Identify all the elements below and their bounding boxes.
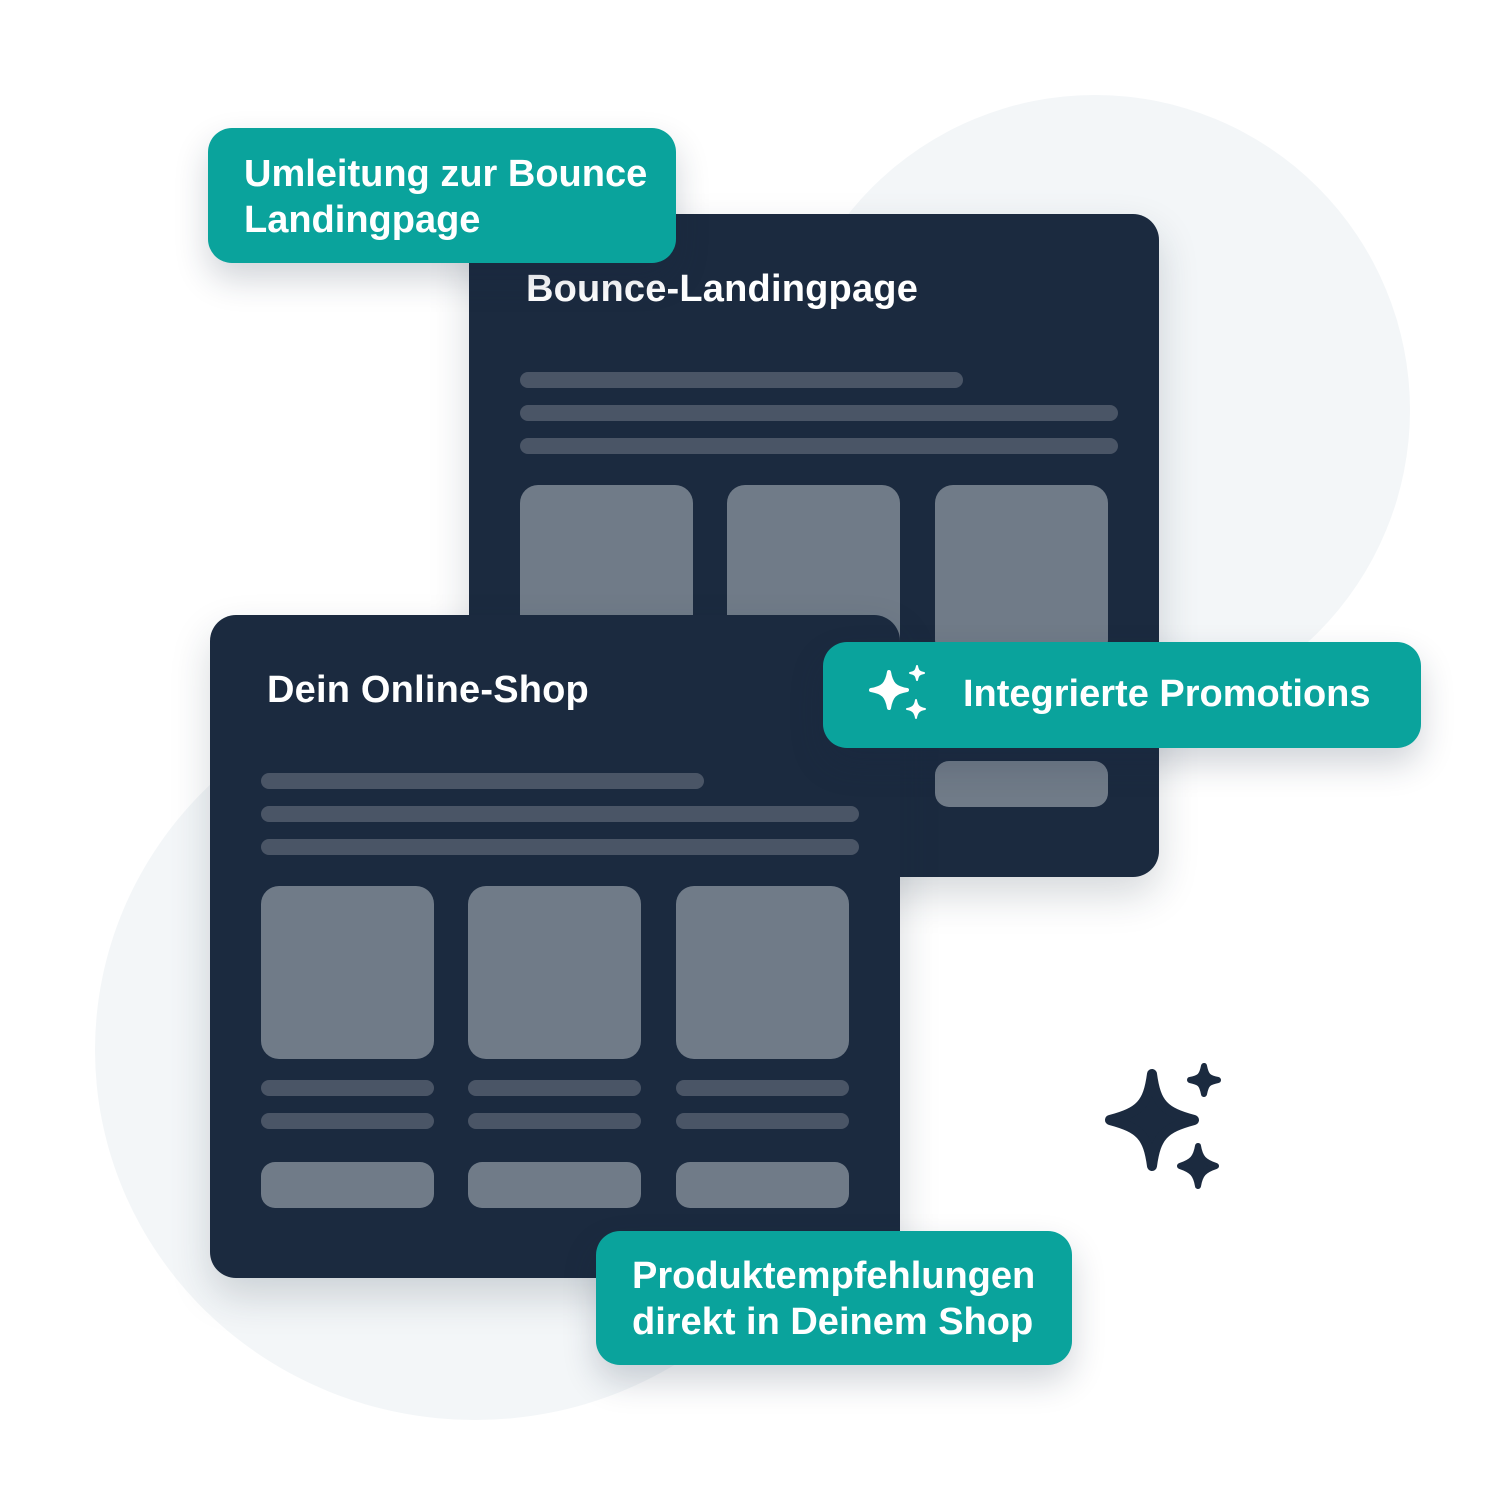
window-title: Dein Online-Shop xyxy=(267,669,589,711)
placeholder-text-line xyxy=(261,773,704,789)
placeholder-text-line xyxy=(520,372,963,388)
redirect-label-line2: Landingpage xyxy=(244,199,481,241)
placeholder-text-line xyxy=(468,1080,641,1096)
promotions-label-text: Integrierte Promotions xyxy=(963,673,1371,715)
placeholder-product-image xyxy=(468,886,641,1059)
placeholder-button xyxy=(468,1162,641,1208)
placeholder-text-line xyxy=(261,806,859,822)
placeholder-text-line xyxy=(676,1113,849,1129)
redirect-label: Umleitung zur Bounce Landingpage xyxy=(208,128,676,263)
sparkles-icon xyxy=(869,665,926,719)
placeholder-text-line xyxy=(520,405,1118,421)
promotions-label: Integrierte Promotions xyxy=(823,642,1421,748)
placeholder-product-image xyxy=(676,886,849,1059)
placeholder-product-image xyxy=(261,886,434,1059)
recommendations-label-line1: Produktempfehlungen xyxy=(632,1255,1036,1297)
placeholder-text-line xyxy=(520,438,1118,454)
recommendations-label: Produktempfehlungen direkt in Deinem Sho… xyxy=(596,1231,1072,1365)
redirect-label-line1: Umleitung zur Bounce xyxy=(244,153,648,195)
online-shop-window: Dein Online-Shop xyxy=(210,615,900,1278)
window-title: Bounce-Landingpage xyxy=(526,268,919,310)
sparkles-icon xyxy=(1105,1063,1221,1189)
placeholder-text-line xyxy=(468,1113,641,1129)
placeholder-product-image xyxy=(935,485,1108,658)
placeholder-button xyxy=(261,1162,434,1208)
placeholder-text-line xyxy=(261,1080,434,1096)
recommendations-label-line2: direkt in Deinem Shop xyxy=(632,1301,1034,1343)
placeholder-button xyxy=(676,1162,849,1208)
placeholder-button xyxy=(935,761,1108,807)
placeholder-text-line xyxy=(261,839,859,855)
placeholder-text-line xyxy=(261,1113,434,1129)
placeholder-text-line xyxy=(676,1080,849,1096)
